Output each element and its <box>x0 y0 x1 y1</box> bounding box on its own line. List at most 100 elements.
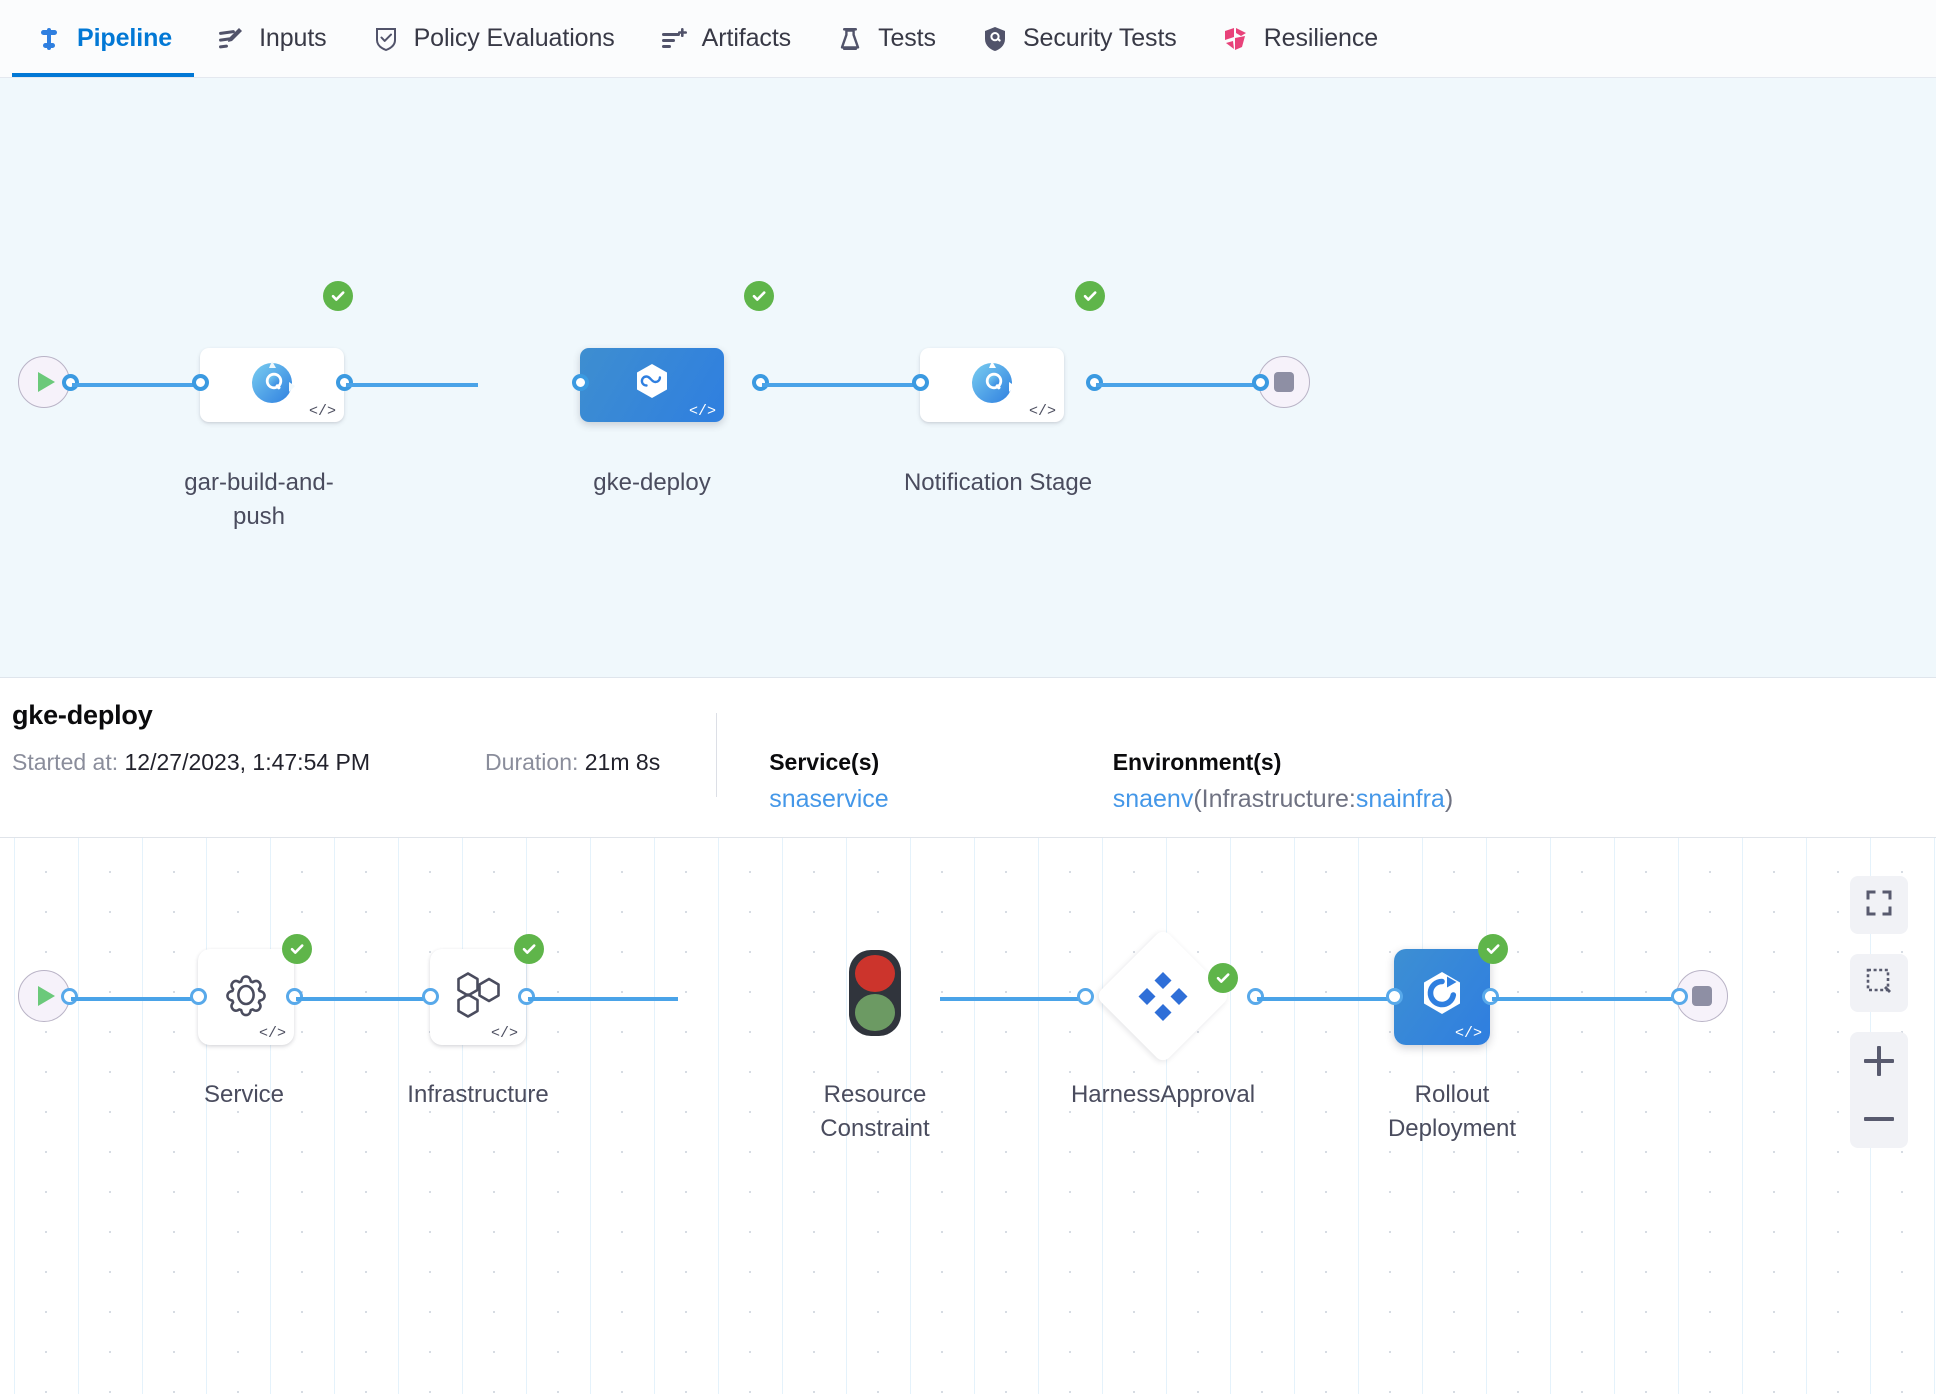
stage-label-gke-deploy: gke-deploy <box>593 469 711 496</box>
end-input-dot <box>1671 988 1688 1005</box>
stage-code-icon[interactable]: </> <box>1028 403 1056 420</box>
started-at-label: Started at: <box>12 749 119 775</box>
connector-line <box>71 997 203 1001</box>
tab-resilience[interactable]: Resilience <box>1199 0 1400 77</box>
step-node-infrastructure[interactable]: </> <box>430 949 526 1045</box>
services-column: Service(s) snaservice <box>769 749 889 814</box>
tab-artifacts-label: Artifacts <box>701 24 792 52</box>
inputs-icon <box>216 24 246 54</box>
stage-label-notification-stage: Notification Stage <box>903 469 1093 496</box>
duration-meta: Duration: 21m 8s <box>485 749 660 776</box>
step-status-success-badge <box>514 934 544 964</box>
tab-security-tests-label: Security Tests <box>1022 24 1177 52</box>
details-divider <box>716 713 718 797</box>
tab-artifacts[interactable]: Artifacts <box>637 0 813 77</box>
tab-inputs[interactable]: Inputs <box>194 0 349 77</box>
stage-status-success-badge <box>1075 281 1105 311</box>
connector-line <box>1257 997 1397 1001</box>
step-code-icon[interactable]: </> <box>490 1025 518 1042</box>
hexagon-cluster-icon <box>449 967 507 1028</box>
flask-icon <box>835 24 865 54</box>
step-status-success-badge <box>1208 963 1238 993</box>
stop-icon <box>1692 986 1712 1006</box>
stage-details-panel: gke-deploy Started at: 12/27/2023, 1:47:… <box>0 678 1936 838</box>
duration-value: 21m 8s <box>584 749 661 775</box>
select-region-button[interactable] <box>1850 954 1908 1012</box>
stage-input-dot <box>572 374 589 391</box>
tab-tests-label: Tests <box>878 24 936 52</box>
step-label-harnessapproval: HarnessApproval <box>1070 1081 1256 1108</box>
rollout-deployment-icon <box>1413 967 1471 1028</box>
canvas-zoom-controls <box>1850 876 1908 1148</box>
stage-code-icon[interactable]: </> <box>308 403 336 420</box>
policy-shield-check-icon <box>371 24 401 54</box>
tab-inputs-label: Inputs <box>259 24 327 52</box>
stage-node-gar-build-and-push[interactable]: </> <box>200 348 344 422</box>
connector-line <box>1492 997 1682 1001</box>
stage-status-success-badge <box>323 281 353 311</box>
traffic-light-red-icon <box>855 955 895 992</box>
stage-graph-canvas[interactable]: </> gar-build-and-push </> <box>0 78 1936 678</box>
stage-graph: </> gar-build-and-push </> <box>0 78 1936 677</box>
started-at-meta: Started at: 12/27/2023, 1:47:54 PM <box>12 749 370 776</box>
step-code-icon[interactable]: </> <box>258 1025 286 1042</box>
tab-security-tests[interactable]: Security Tests <box>958 0 1199 77</box>
ci-build-icon <box>249 360 295 411</box>
artifacts-list-plus-icon <box>659 24 689 54</box>
stage-input-dot <box>192 374 209 391</box>
end-input-dot <box>1252 374 1269 391</box>
services-label: Service(s) <box>769 749 880 775</box>
pipeline-start-node[interactable] <box>18 356 70 408</box>
harness-cd-icon <box>629 360 675 411</box>
tab-policy-evaluations[interactable]: Policy Evaluations <box>349 0 637 77</box>
started-at-value: 12/27/2023, 1:47:54 PM <box>124 749 371 775</box>
environments-column: Environment(s) snaenv(Infrastructure:sna… <box>1113 749 1453 814</box>
step-input-dot <box>1386 988 1403 1005</box>
shield-scan-icon <box>980 24 1010 54</box>
fit-to-screen-button[interactable] <box>1850 876 1908 934</box>
play-icon <box>38 372 55 392</box>
gear-icon <box>218 967 274 1028</box>
step-label-resource-constraint: Resource Constraint <box>820 1081 930 1143</box>
page-title: gke-deploy <box>12 700 153 730</box>
connector-line <box>1096 383 1262 387</box>
infrastructure-suffix: ) <box>1444 785 1454 813</box>
step-node-resource-constraint[interactable] <box>849 950 901 1036</box>
stop-icon <box>1274 372 1294 392</box>
service-link-snaservice[interactable]: snaservice <box>769 785 889 813</box>
stage-status-success-badge <box>744 281 774 311</box>
stage-label-gar-build-and-push: gar-build-and-push <box>184 469 334 531</box>
environment-link-snaenv[interactable]: snaenv <box>1112 785 1194 813</box>
infrastructure-link-snainfra[interactable]: snainfra <box>1355 785 1445 813</box>
stage-input-dot <box>912 374 929 391</box>
stage-details-row: Started at: 12/27/2023, 1:47:54 PM Durat… <box>12 713 1936 833</box>
page-tab-bar: Pipeline Inputs Policy Evaluations <box>0 0 1936 78</box>
duration-label: Duration: <box>485 749 579 775</box>
infrastructure-prefix: (Infrastructure: <box>1193 785 1356 813</box>
stage-node-notification-stage[interactable]: </> <box>920 348 1064 422</box>
zoom-out-button[interactable] <box>1850 1090 1908 1148</box>
tab-tests[interactable]: Tests <box>813 0 958 77</box>
tab-pipeline[interactable]: Pipeline <box>12 0 195 77</box>
step-status-success-badge <box>1478 934 1508 964</box>
step-node-rollout-deployment[interactable]: </> <box>1394 949 1490 1045</box>
step-node-service[interactable]: </> <box>198 949 294 1045</box>
step-graph-canvas[interactable]: </> Service </> Infrastructure Resource … <box>0 838 1936 1394</box>
environment-value: snaenv(Infrastructure:snainfra) <box>1113 785 1453 814</box>
step-input-dot <box>1077 988 1094 1005</box>
zoom-in-button[interactable] <box>1850 1032 1908 1090</box>
dashed-square-icon <box>1865 967 1893 1000</box>
step-input-dot <box>190 988 207 1005</box>
stage-end-node[interactable] <box>1676 970 1728 1022</box>
connector-line <box>296 997 432 1001</box>
step-status-success-badge <box>282 934 312 964</box>
stage-code-icon[interactable]: </> <box>688 403 716 420</box>
stage-node-gke-deploy[interactable]: </> <box>580 348 724 422</box>
expand-corners-icon <box>1865 889 1893 922</box>
step-code-icon[interactable]: </> <box>1454 1025 1482 1042</box>
step-node-harnessapproval[interactable] <box>1095 928 1231 1064</box>
resilience-icon <box>1221 24 1251 54</box>
zoom-in-out-group <box>1850 1032 1908 1148</box>
connector-line <box>346 383 478 387</box>
pipeline-end-node[interactable] <box>1258 356 1310 408</box>
